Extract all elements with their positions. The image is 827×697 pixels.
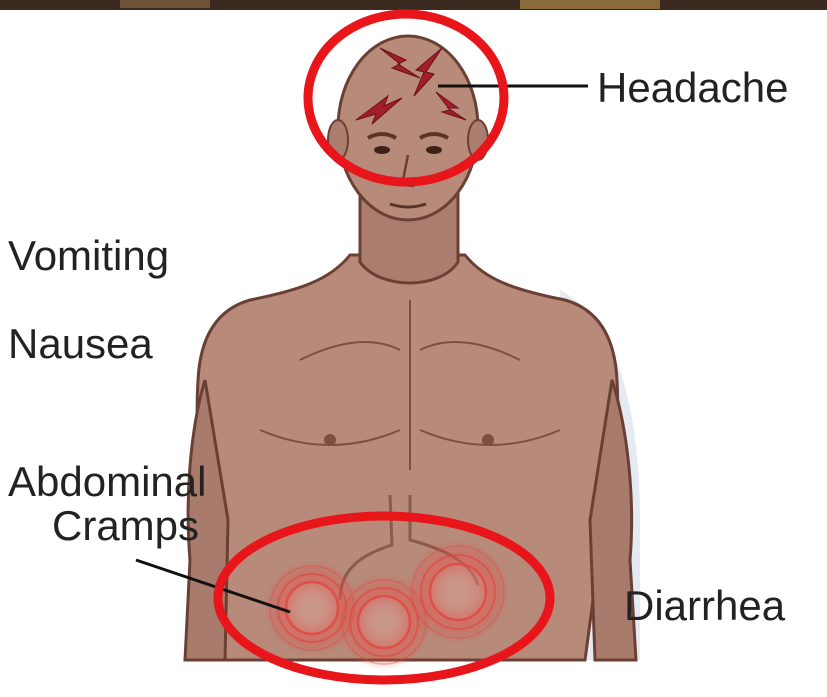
- label-headache: Headache: [597, 66, 788, 110]
- label-abdominal: Abdominal: [8, 460, 206, 504]
- label-vomiting: Vomiting: [8, 234, 169, 278]
- right-eye: [426, 146, 442, 154]
- label-nausea: Nausea: [8, 322, 153, 366]
- right-nipple: [482, 434, 494, 446]
- label-diarrhea: Diarrhea: [624, 584, 785, 628]
- head: [338, 36, 478, 220]
- left-eye: [374, 146, 390, 154]
- left-nipple: [324, 434, 336, 446]
- cramp-burst-icon: [406, 540, 510, 644]
- label-cramps: Cramps: [52, 504, 199, 548]
